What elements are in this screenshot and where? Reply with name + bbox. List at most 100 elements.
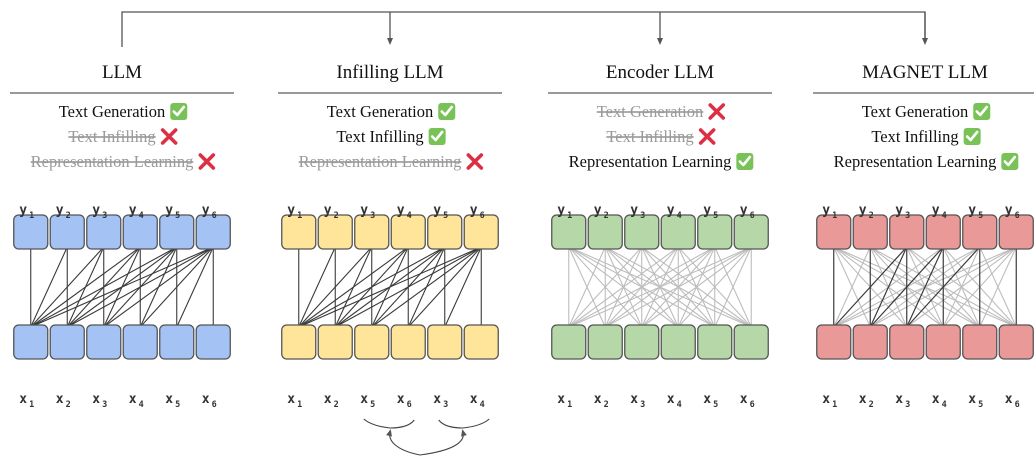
cross-mark-icon xyxy=(160,128,178,145)
top-connector xyxy=(121,11,928,47)
attention-edge xyxy=(30,246,68,328)
token-box xyxy=(624,324,660,360)
cross-mark-icon xyxy=(466,153,484,170)
attention-edge xyxy=(568,246,679,328)
capability-label: Representation Learning xyxy=(834,152,997,171)
token-box xyxy=(697,214,733,250)
attention-edge xyxy=(407,246,482,328)
check-mark-icon xyxy=(736,153,754,170)
token-box xyxy=(587,214,623,250)
capability-row: Text Generation xyxy=(59,102,188,121)
token-box xyxy=(587,324,623,360)
token-box xyxy=(86,214,122,250)
panel-title: LLM xyxy=(102,62,142,83)
output-token-row xyxy=(281,214,499,250)
attention-edge xyxy=(30,246,141,328)
attention-edge xyxy=(298,246,409,328)
input-token-row xyxy=(281,324,499,360)
check-mark-icon xyxy=(438,103,456,120)
reorder-arrows xyxy=(363,418,490,456)
attention-edge xyxy=(604,246,752,328)
capability-row: Text Generation xyxy=(862,102,991,121)
token-box xyxy=(195,324,231,360)
attention-edge xyxy=(568,246,716,328)
capability-row: Text Generation xyxy=(597,102,726,121)
cross-mark-icon xyxy=(708,103,726,120)
attention-edge xyxy=(906,246,981,328)
capability-label: Text Infilling xyxy=(68,127,155,146)
attention-edge xyxy=(568,246,643,328)
token-box xyxy=(816,214,852,250)
capability-row: Text Infilling xyxy=(606,127,716,146)
attention-edge xyxy=(714,246,752,328)
token-box xyxy=(998,214,1034,250)
attention-edge xyxy=(641,246,752,328)
attention-edge xyxy=(298,246,336,328)
output-token-row xyxy=(816,214,1034,250)
capability-row: Text Generation xyxy=(327,102,456,121)
token-box xyxy=(660,214,696,250)
capability-row: Representation Learning xyxy=(834,152,1019,171)
capability-row: Text Infilling xyxy=(871,127,981,146)
attention-edge xyxy=(677,246,752,328)
token-box xyxy=(281,324,317,360)
token-box xyxy=(195,214,231,250)
attention-edge xyxy=(869,246,908,328)
capability-label: Text Generation xyxy=(597,102,704,121)
token-box xyxy=(49,214,85,250)
token-box xyxy=(463,324,499,360)
panel-title: Encoder LLM xyxy=(606,62,714,83)
capability-row: Text Infilling xyxy=(336,127,446,146)
check-mark-icon xyxy=(170,103,188,120)
token-box xyxy=(660,324,696,360)
token-box xyxy=(390,214,426,250)
token-box xyxy=(427,324,463,360)
capability-label: Text Generation xyxy=(862,102,969,121)
token-box xyxy=(925,214,961,250)
input-token-row xyxy=(551,324,769,360)
capability-row: Representation Learning xyxy=(299,152,484,171)
token-box xyxy=(13,324,49,360)
output-token-row xyxy=(13,214,231,250)
token-box xyxy=(852,324,888,360)
token-box xyxy=(354,324,390,360)
capability-label: Text Generation xyxy=(59,102,166,121)
attention-edge xyxy=(444,246,482,328)
connector-line xyxy=(121,11,926,47)
token-box xyxy=(159,214,195,250)
token-box xyxy=(624,214,660,250)
capability-label: Representation Learning xyxy=(569,152,732,171)
attention-edges xyxy=(568,246,752,328)
token-box xyxy=(733,214,769,250)
token-box xyxy=(816,324,852,360)
panel-title: MAGNET LLM xyxy=(862,62,988,83)
token-box xyxy=(317,324,353,360)
token-box xyxy=(13,214,49,250)
capability-label: Text Infilling xyxy=(871,127,958,146)
